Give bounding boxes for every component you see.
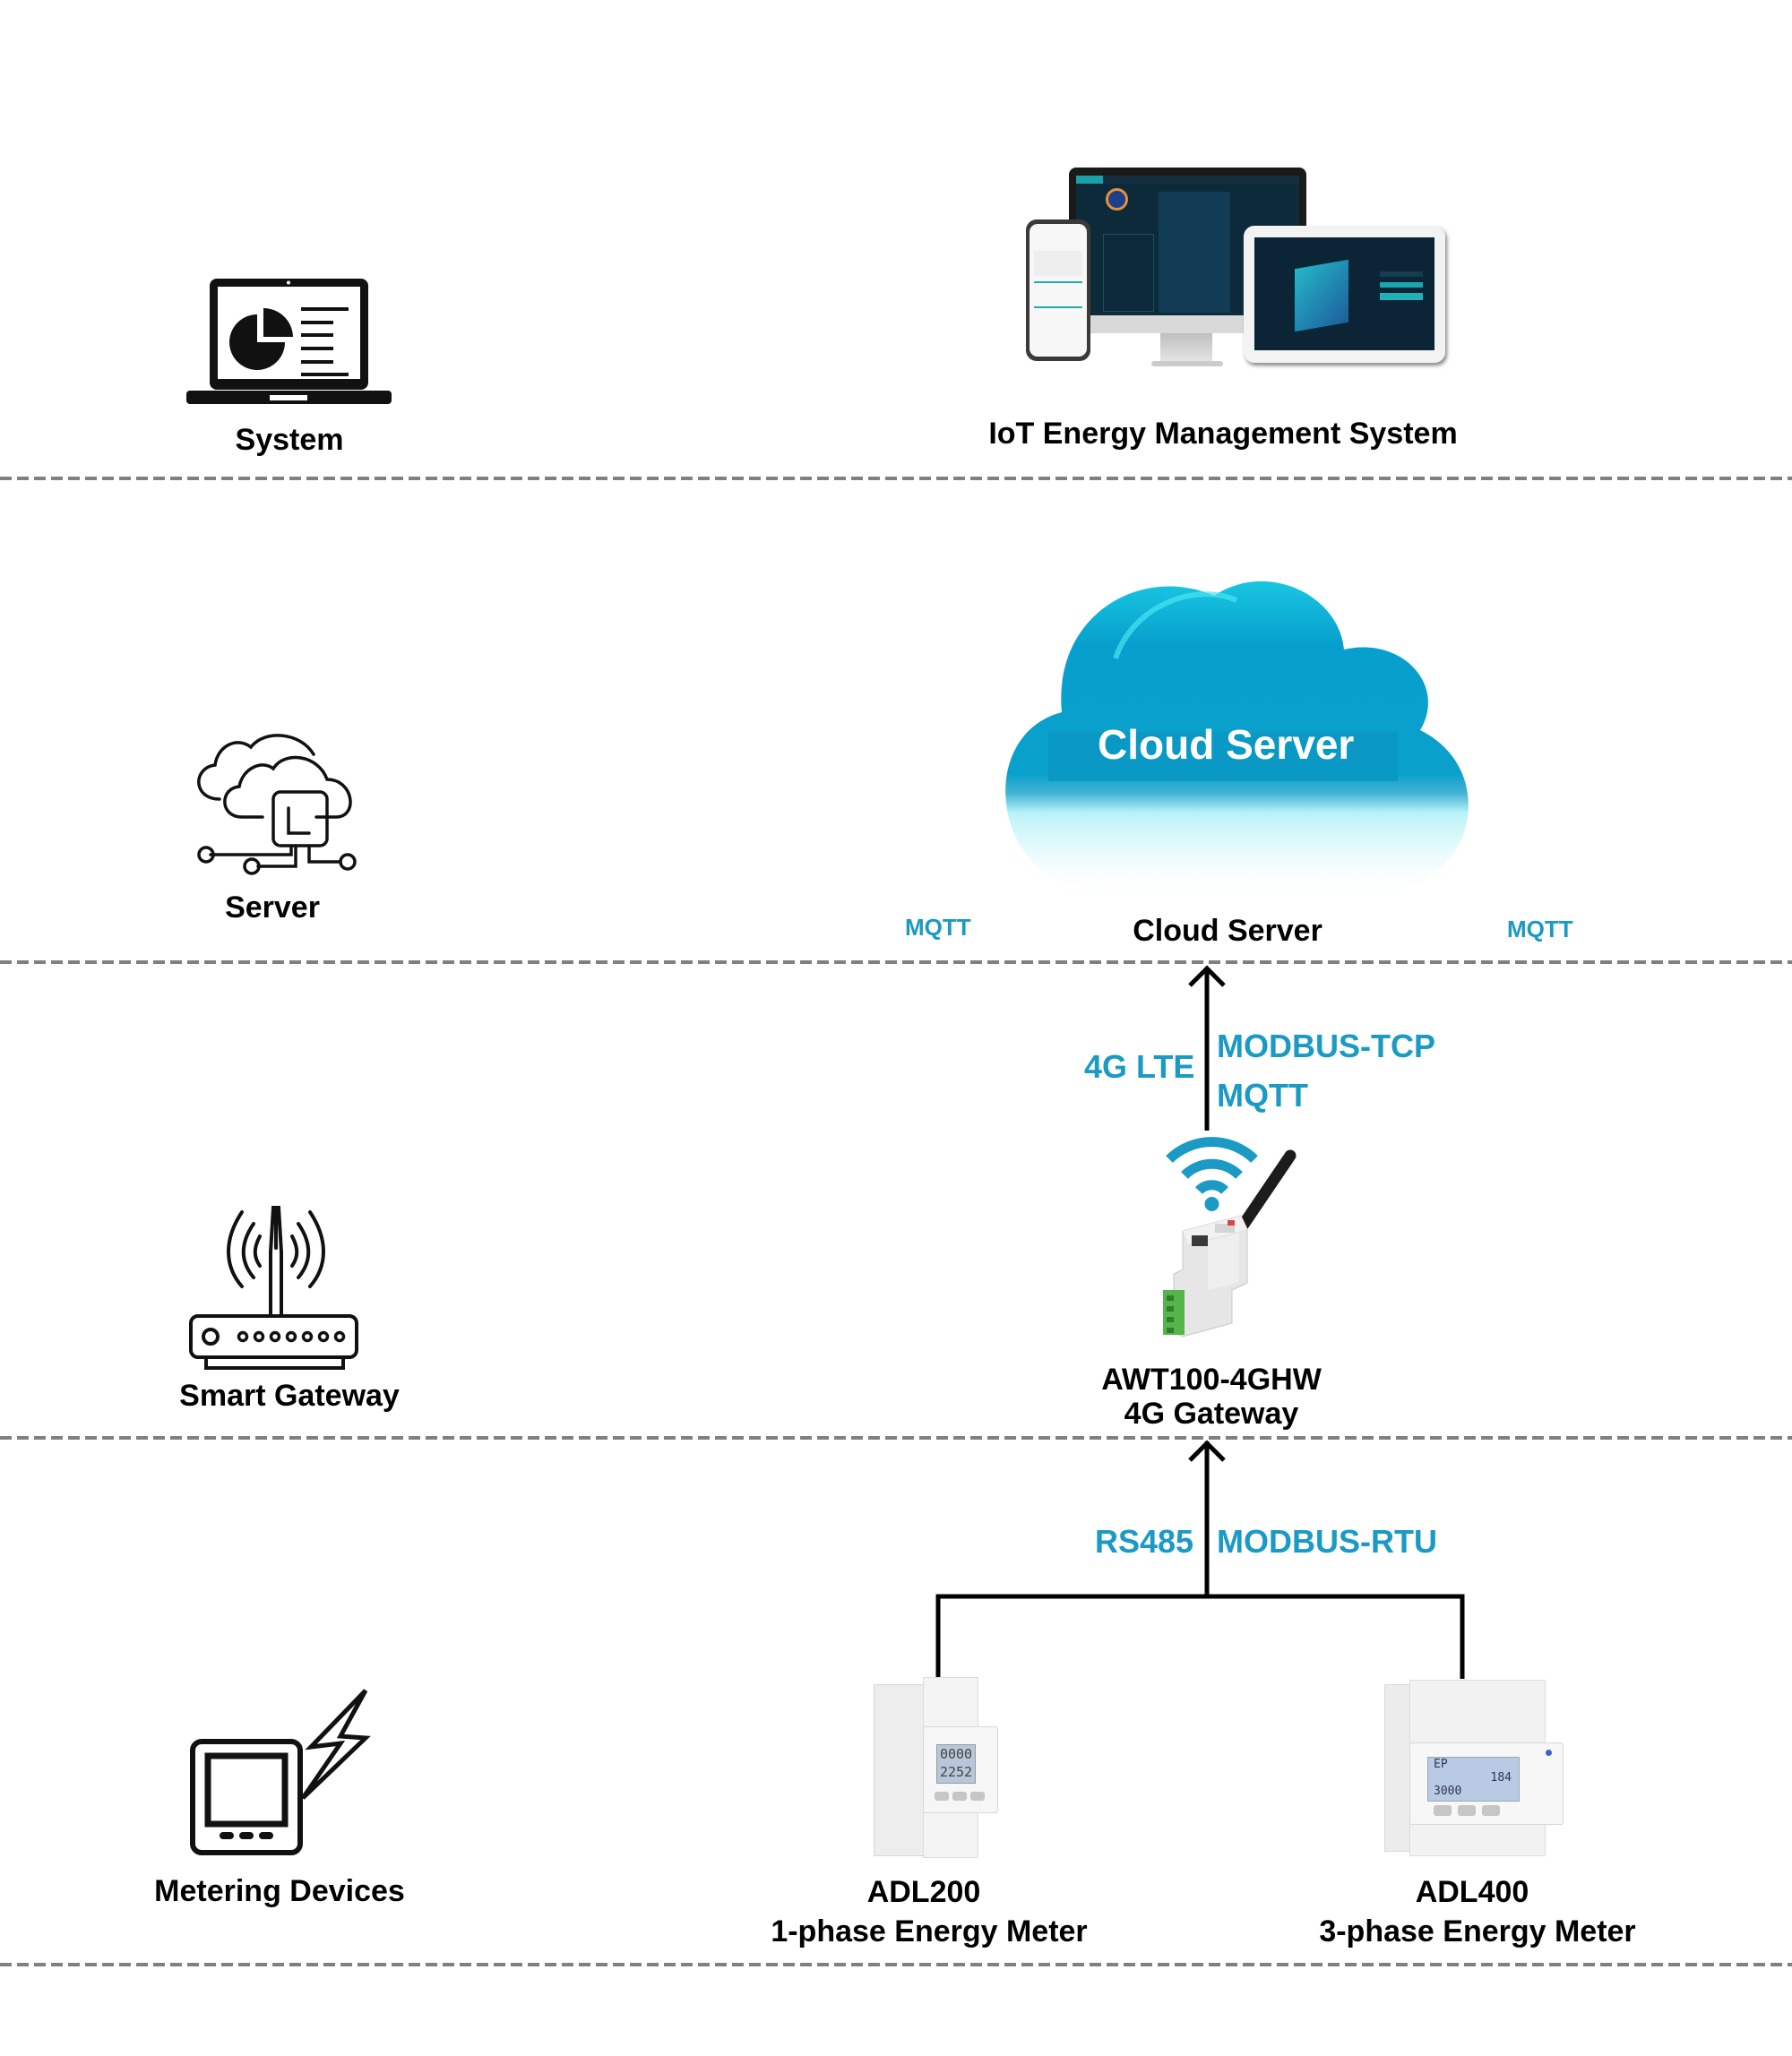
tier-divider [0, 1963, 1792, 1966]
system-layer-label: IoT Energy Management System [988, 417, 1458, 451]
link-protocol-modbus-rtu: MODBUS-RTU [1217, 1523, 1437, 1560]
gateway-name-label: 4G Gateway [1124, 1397, 1299, 1431]
rs485-bus [935, 1440, 1465, 1679]
cloud-inner-text: Cloud Server [1098, 721, 1355, 768]
link-protocol-modbus-tcp: MODBUS-TCP [1217, 1028, 1435, 1064]
meter-name-label: 3-phase Energy Meter [1319, 1914, 1636, 1948]
adl400-meter-image: EP 184 3000 [1384, 1680, 1564, 1856]
link-protocol-mqtt: MQTT [1217, 1077, 1308, 1114]
tier-divider [0, 1436, 1792, 1440]
multi-device-dashboard-image [1026, 166, 1456, 372]
gateway-model-label: AWT100-4GHW [1101, 1363, 1322, 1397]
cloud-server-label: Cloud Server [1133, 914, 1322, 948]
protocol-label-mqtt-right: MQTT [1507, 916, 1573, 942]
phone [1026, 219, 1090, 361]
meter-display-line: 2252 [939, 1764, 973, 1780]
link-medium-4g-lte: 4G LTE [1084, 1048, 1195, 1085]
meter-display-line: 184 [1490, 1771, 1512, 1785]
meter-model-label: ADL400 [1415, 1875, 1529, 1909]
laptop-pie-chart-icon [186, 279, 392, 404]
meter-display-line: 3000 [1434, 1785, 1462, 1798]
meter-display-line: 0000 [939, 1746, 973, 1762]
wifi-icon [1166, 1137, 1258, 1195]
meter-name-label: 1-phase Energy Meter [771, 1914, 1088, 1948]
tier-divider [0, 477, 1792, 480]
cloud-server-icon [197, 734, 357, 875]
meter-display-line: EP [1434, 1758, 1448, 1771]
tier-label-smart-gateway: Smart Gateway [179, 1379, 400, 1413]
tier-label-metering-devices: Metering Devices [154, 1874, 405, 1908]
awt100-gateway-image [1163, 1137, 1297, 1338]
meter-lightning-icon [190, 1689, 371, 1855]
tier-label-system: System [235, 423, 344, 457]
tier-label-server: Server [225, 890, 320, 925]
meter-model-label: ADL200 [866, 1875, 981, 1909]
cloud-icon [1005, 581, 1469, 903]
tier-divider [0, 960, 1792, 964]
adl200-meter-image: 0000 2252 [874, 1677, 998, 1858]
tablet [1244, 226, 1445, 363]
router-icon [189, 1206, 358, 1370]
uplink-arrow [1188, 965, 1226, 1131]
protocol-label-mqtt-left: MQTT [905, 914, 971, 941]
link-medium-rs485: RS485 [1095, 1523, 1194, 1560]
